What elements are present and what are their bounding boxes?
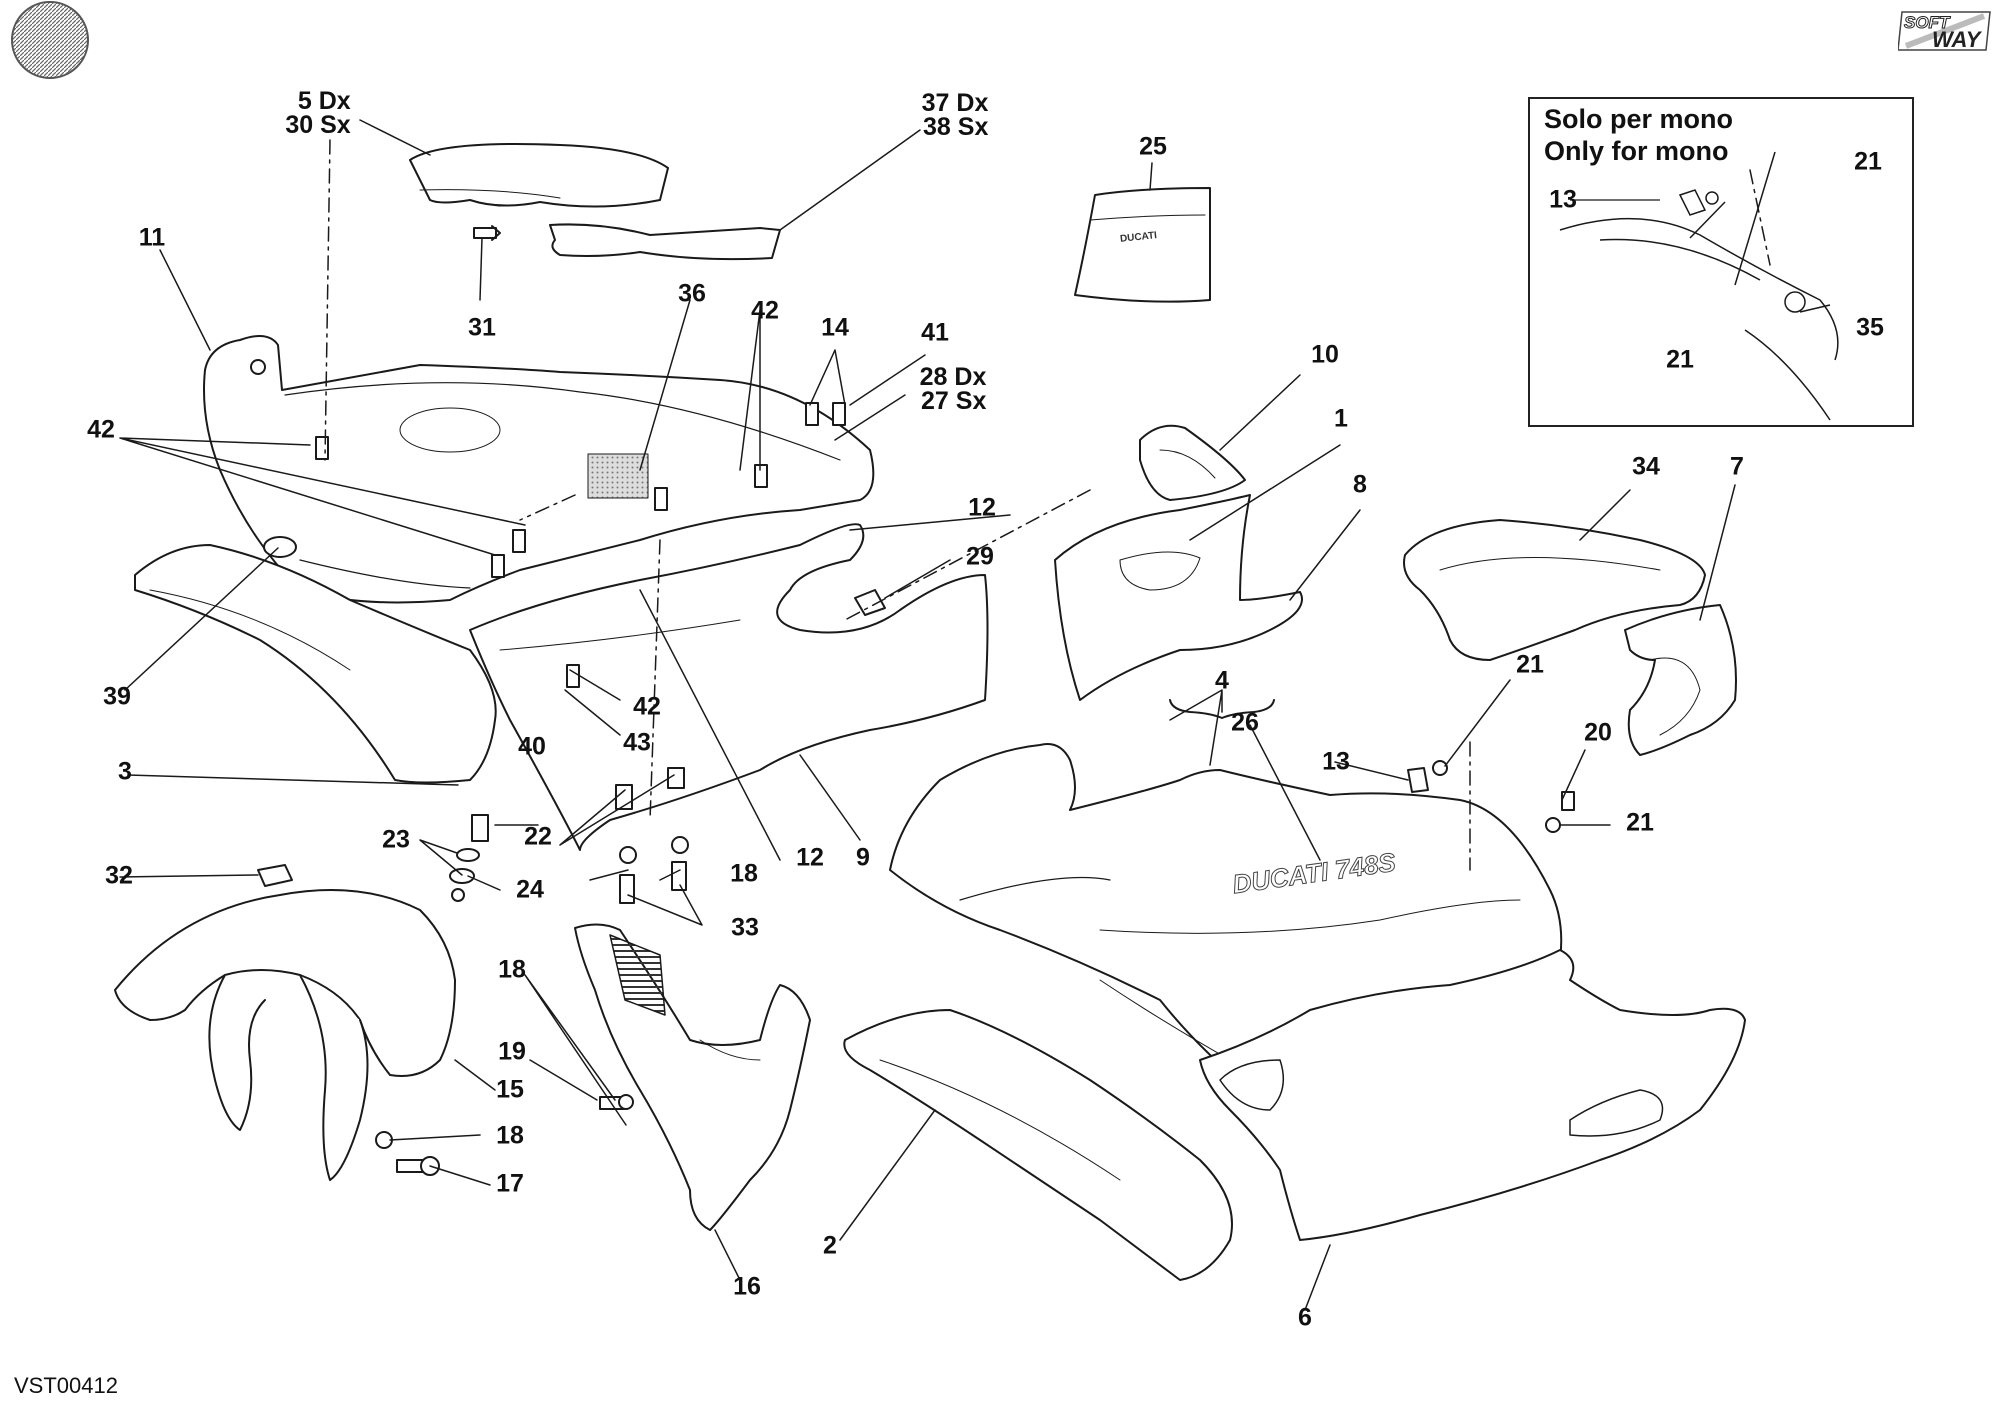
- fastener-small-set: [263, 402, 846, 688]
- inset-callout-13: 13: [1549, 185, 1577, 214]
- part-badge-bag: [1074, 187, 1211, 303]
- part-side-panel-1: [1054, 494, 1303, 701]
- callout-31: 31: [468, 313, 496, 342]
- part-side-strip: [549, 223, 781, 261]
- callout-3: 3: [118, 757, 132, 786]
- callout-6: 6: [1298, 1303, 1312, 1332]
- callout-21-right-bottom: 21: [1626, 808, 1654, 837]
- callout-33: 33: [731, 913, 759, 942]
- callout-25: 25: [1139, 132, 1167, 161]
- part-screw-31: [473, 225, 501, 241]
- callout-22: 22: [524, 822, 552, 851]
- inset-callout-35: 35: [1856, 313, 1884, 342]
- callout-20: 20: [1584, 718, 1612, 747]
- callout-18-mid: 18: [730, 859, 758, 888]
- callout-23: 23: [382, 825, 410, 854]
- callout-42-left: 42: [87, 415, 115, 444]
- inset-callout-21-bottom: 21: [1666, 345, 1694, 374]
- callout-18-left: 18: [498, 955, 526, 984]
- callout-13: 13: [1322, 747, 1350, 776]
- callout-4: 4: [1215, 666, 1229, 695]
- callout-12-bottom: 12: [796, 843, 824, 872]
- hatched-circle-icon: [11, 1, 89, 79]
- callout-36: 36: [678, 279, 706, 308]
- callout-41: 41: [921, 318, 949, 347]
- callout-34: 34: [1632, 452, 1660, 481]
- softway-logo-text: SOFT WAY: [1903, 13, 1981, 52]
- callout-18-bottom: 18: [496, 1121, 524, 1150]
- part-inner-tray: [469, 523, 989, 851]
- callout-8: 8: [1353, 470, 1367, 499]
- grille-vents: [609, 934, 666, 1016]
- callout-16: 16: [733, 1272, 761, 1301]
- callout-14: 14: [821, 313, 849, 342]
- part-bracket-10: [1139, 424, 1246, 501]
- part-lower-fairing: [1199, 949, 1746, 1241]
- fastener-stack-40: [615, 767, 689, 904]
- callout-2: 2: [823, 1231, 837, 1260]
- callout-11: 11: [138, 223, 166, 252]
- callout-32: 32: [105, 861, 133, 890]
- callout-17: 17: [496, 1169, 524, 1198]
- part-bracket-7: [1624, 604, 1737, 756]
- part-latch-32: [257, 864, 293, 887]
- mono-variant-inset: [1528, 97, 1914, 427]
- inset-callout-21-top: 21: [1854, 147, 1882, 176]
- callout-10: 10: [1311, 340, 1339, 369]
- callout-21-right-top: 21: [1516, 650, 1544, 679]
- callout-24: 24: [516, 875, 544, 904]
- inset-title-en: Only for mono: [1544, 136, 1729, 166]
- callout-7: 7: [1730, 452, 1744, 481]
- part-seat-cover: [409, 143, 669, 208]
- part-bracket-34: [1403, 519, 1706, 661]
- callout-42-top: 42: [751, 296, 779, 325]
- part-tail-side-panel: [134, 544, 497, 784]
- fastener-17-19: [375, 1094, 634, 1176]
- callout-19: 19: [498, 1037, 526, 1066]
- callout-42-mid: 42: [633, 692, 661, 721]
- callout-43: 43: [623, 728, 651, 757]
- callout-1: 1: [1334, 404, 1348, 433]
- part-clip-29: [854, 589, 886, 616]
- callout-12-top: 12: [968, 493, 996, 522]
- fastener-13-20-21: [1407, 760, 1575, 833]
- part-grille-bracket: [574, 923, 811, 1231]
- drawing-code: VST00412: [14, 1373, 118, 1398]
- callout-15: 15: [496, 1075, 524, 1104]
- callout-29: 29: [966, 542, 994, 571]
- part-front-mudguard: [114, 889, 456, 1077]
- inset-title-it: Solo per mono: [1544, 104, 1733, 134]
- callout-39: 39: [103, 682, 131, 711]
- inset-drawing: [1559, 151, 1839, 421]
- callout-26: 26: [1231, 708, 1259, 737]
- softway-logo: [1898, 11, 1991, 51]
- callout-9: 9: [856, 843, 870, 872]
- callout-40: 40: [518, 732, 546, 761]
- fastener-stack-22-24: [449, 814, 489, 902]
- part-side-panel-2: [843, 1009, 1233, 1281]
